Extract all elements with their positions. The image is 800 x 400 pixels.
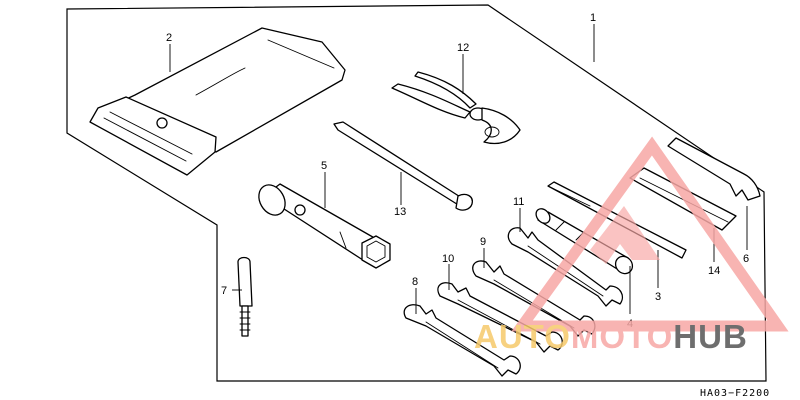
callout-9: 9 xyxy=(480,236,486,248)
callout-7: 7 xyxy=(221,285,227,297)
tool-bag xyxy=(89,27,346,176)
pliers xyxy=(391,71,521,145)
diagram-frame xyxy=(66,4,767,382)
watermark: AUTOMOTOHUB xyxy=(474,136,789,355)
wrench-8 xyxy=(403,304,521,377)
wrench-10 xyxy=(437,282,563,353)
callout-2: 2 xyxy=(166,32,172,44)
watermark-triangle xyxy=(511,136,789,332)
watermark-text: AUTOMOTOHUB xyxy=(474,318,748,355)
watermark-inner-mark xyxy=(590,206,660,264)
callout-8: 8 xyxy=(412,276,418,288)
leader-lines xyxy=(169,24,748,314)
callout-14: 14 xyxy=(708,265,720,277)
pin-spanner xyxy=(667,137,761,201)
callout-13: 13 xyxy=(394,206,406,218)
handle-rod xyxy=(333,121,473,211)
drawing-code: HA03−F2200 xyxy=(700,388,770,399)
screwdriver-bit xyxy=(237,256,253,337)
callout-labels: 1 2 3 4 5 6 7 8 9 10 11 12 13 14 xyxy=(166,12,749,330)
callout-5: 5 xyxy=(321,160,327,172)
callout-1: 1 xyxy=(590,12,596,24)
callout-3: 3 xyxy=(655,291,661,303)
callout-6: 6 xyxy=(743,253,749,265)
spark-plug-wrench xyxy=(258,183,391,269)
callout-10: 10 xyxy=(442,253,454,265)
callout-11: 11 xyxy=(513,196,524,208)
callout-12: 12 xyxy=(457,42,469,54)
